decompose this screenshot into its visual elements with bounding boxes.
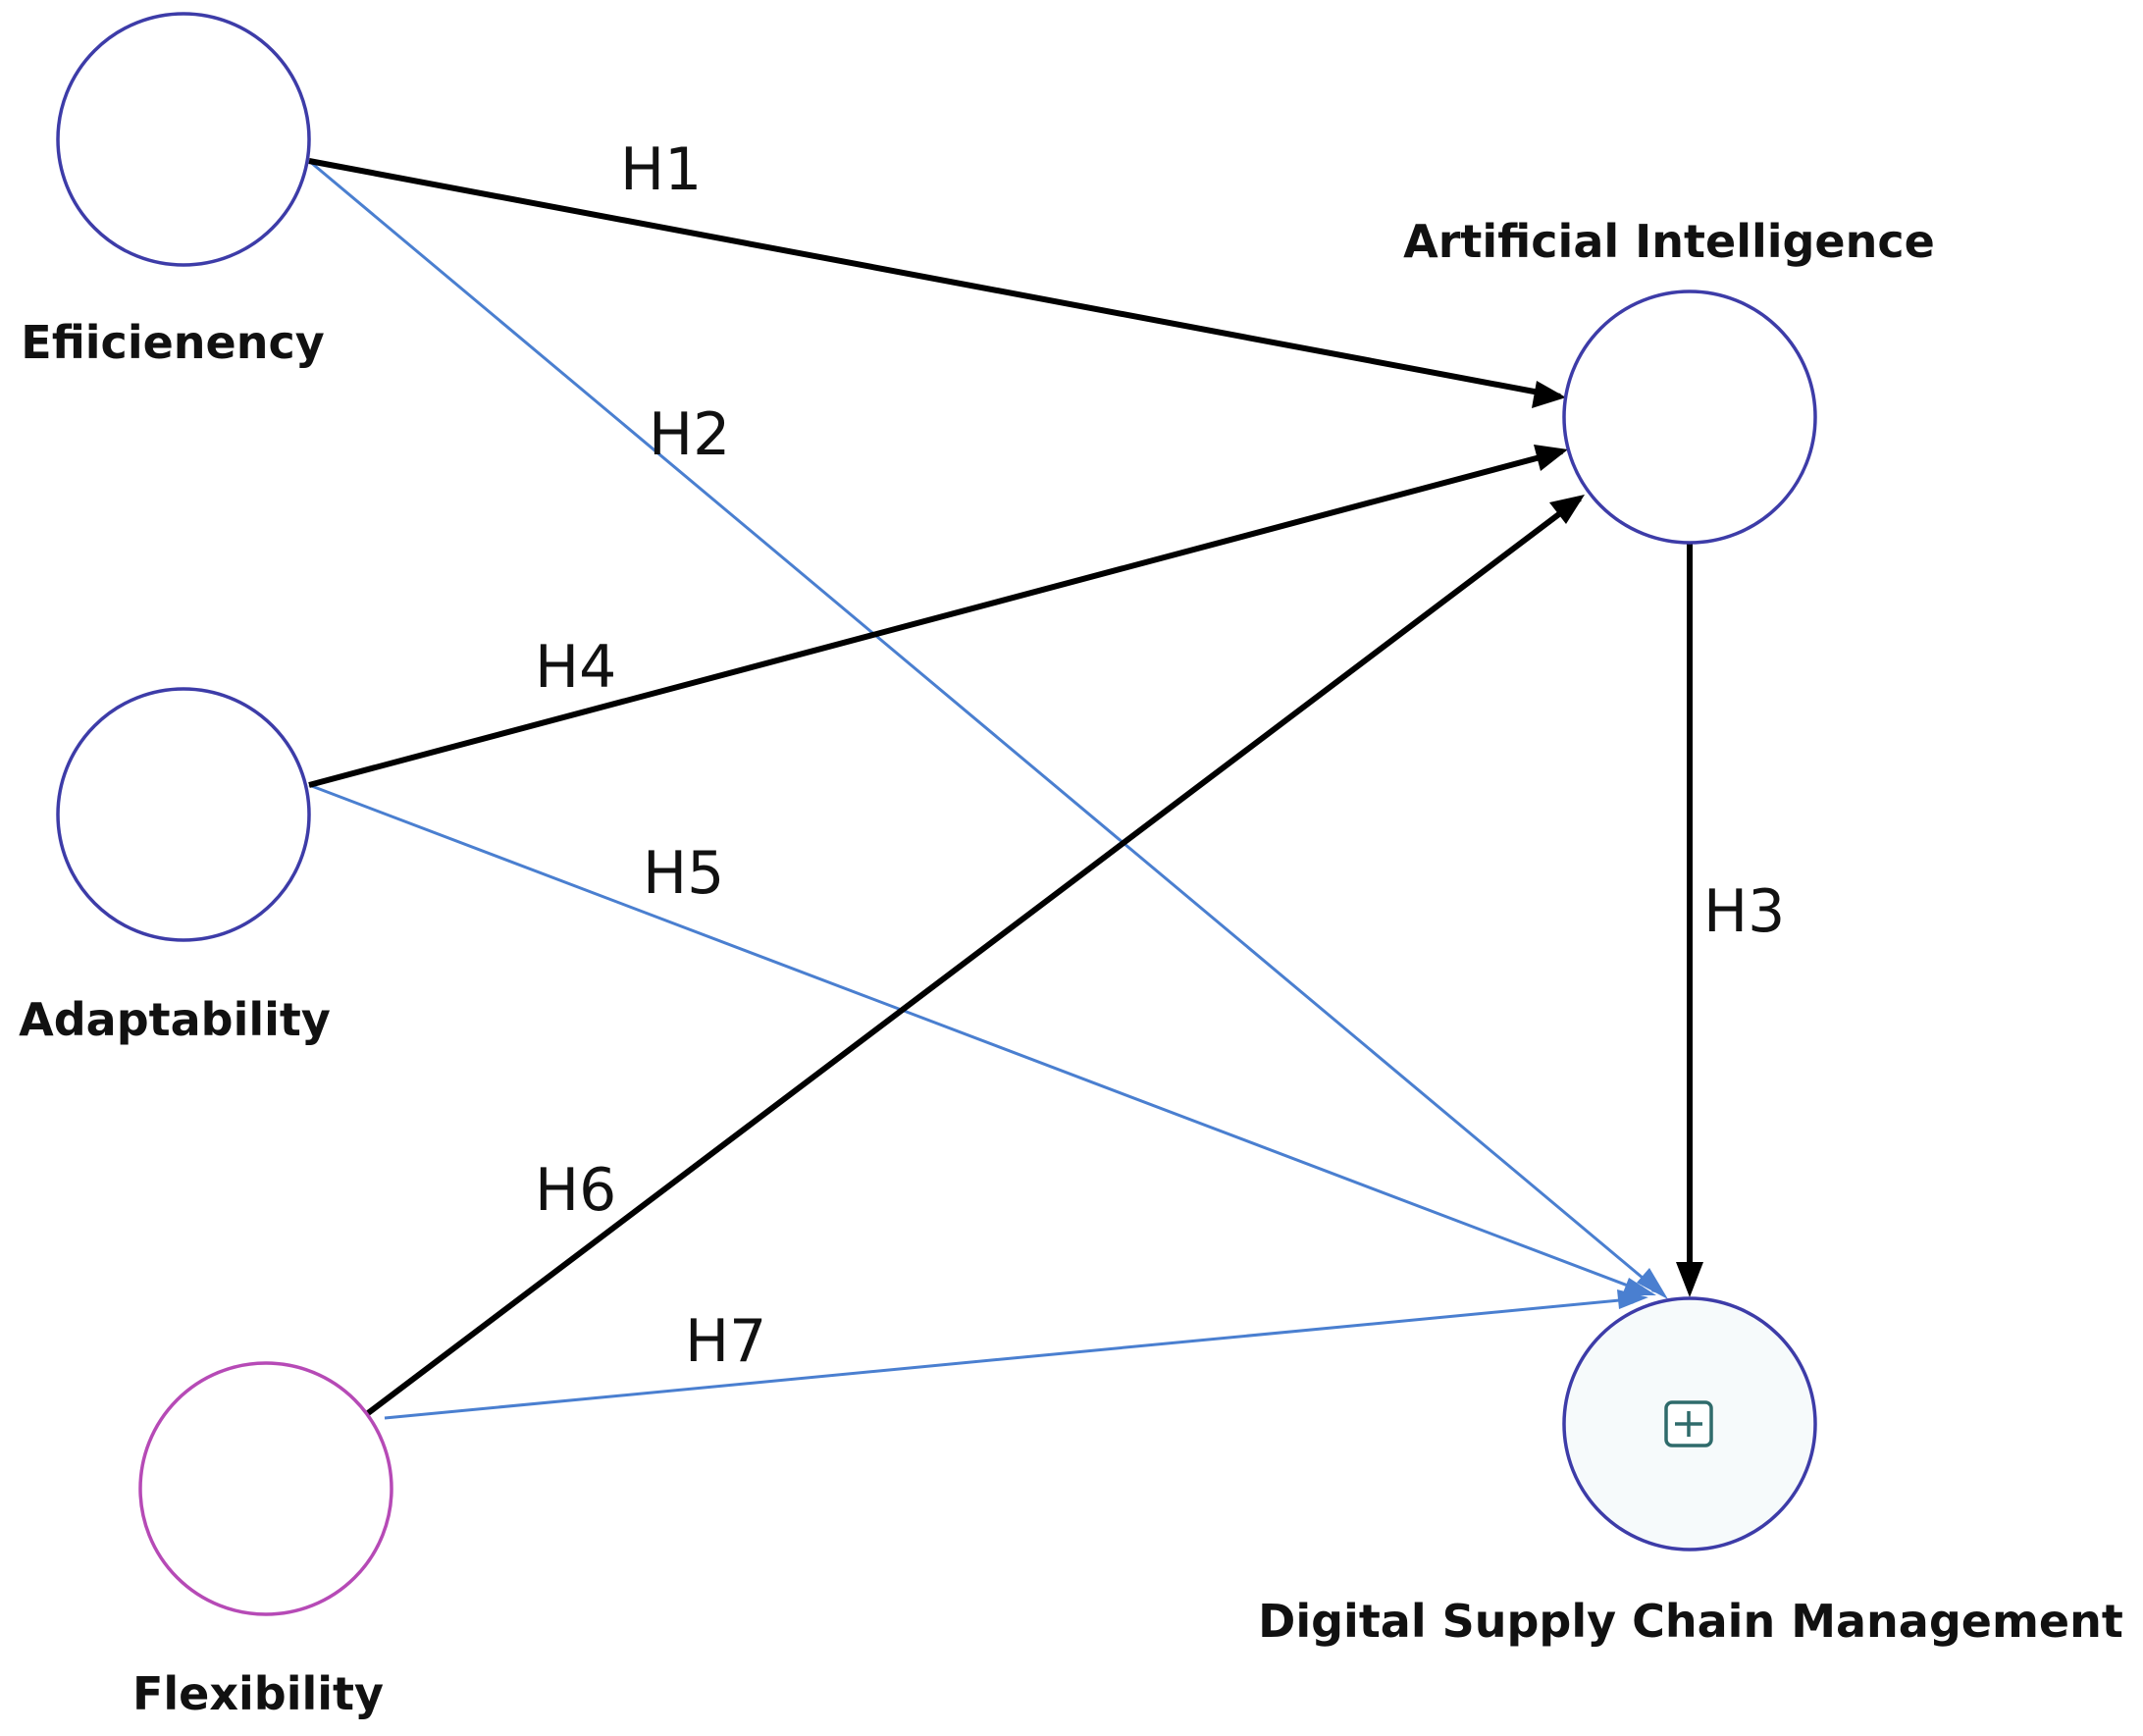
node-label-ai: Artificial Intelligence (1403, 215, 1935, 268)
construct-circle (1562, 289, 1817, 545)
arrowhead-h4 (1534, 445, 1568, 471)
edge-h1 (308, 158, 1561, 399)
edge-h2 (308, 159, 1662, 1295)
arrowhead-h5 (1622, 1278, 1656, 1295)
arrowhead-h3 (1676, 1262, 1703, 1297)
edge-label-h6: H6 (535, 1156, 616, 1225)
arrowhead-h1 (1532, 381, 1566, 408)
arrowheads (1532, 381, 1703, 1309)
node-label-flexibility: Flexibility (132, 1667, 384, 1720)
arrowhead-h2 (1637, 1268, 1668, 1299)
edge-h4 (308, 448, 1563, 788)
construct-circle (56, 12, 311, 267)
edge-labels: H1 H2 H3 H4 H5 H6 H7 (535, 135, 1785, 1376)
node-adaptability[interactable]: Adaptability (19, 687, 331, 1046)
node-digital-supply-chain-management[interactable]: Digital Supply Chain Management (1258, 1296, 2123, 1648)
node-flexibility[interactable]: Flexibility (132, 1361, 393, 1720)
edges-blue (308, 159, 1662, 1420)
node-label-efficiency: Efiicienency (21, 316, 324, 369)
edge-label-h7: H7 (685, 1307, 766, 1376)
construct-circle (138, 1361, 393, 1616)
edge-h5 (308, 783, 1649, 1295)
node-label-adaptability: Adaptability (19, 993, 331, 1046)
edge-label-h3: H3 (1703, 877, 1785, 946)
arrowhead-h6 (1549, 495, 1585, 524)
edge-h7 (384, 1293, 1642, 1420)
edge-label-h2: H2 (649, 400, 730, 469)
edge-label-h4: H4 (535, 633, 616, 702)
node-artificial-intelligence[interactable]: Artificial Intelligence (1403, 215, 1935, 545)
edge-label-h5: H5 (643, 839, 724, 908)
node-efficiency[interactable]: Efiicienency (21, 12, 325, 369)
arrowhead-h7 (1617, 1289, 1648, 1309)
construct-circle (56, 687, 311, 942)
node-label-dscm: Digital Supply Chain Management (1258, 1595, 2123, 1648)
edges-black (308, 158, 1693, 1416)
expand-plus-icon[interactable] (1664, 1400, 1713, 1447)
edge-label-h1: H1 (620, 135, 702, 204)
edge-h6 (366, 496, 1582, 1416)
